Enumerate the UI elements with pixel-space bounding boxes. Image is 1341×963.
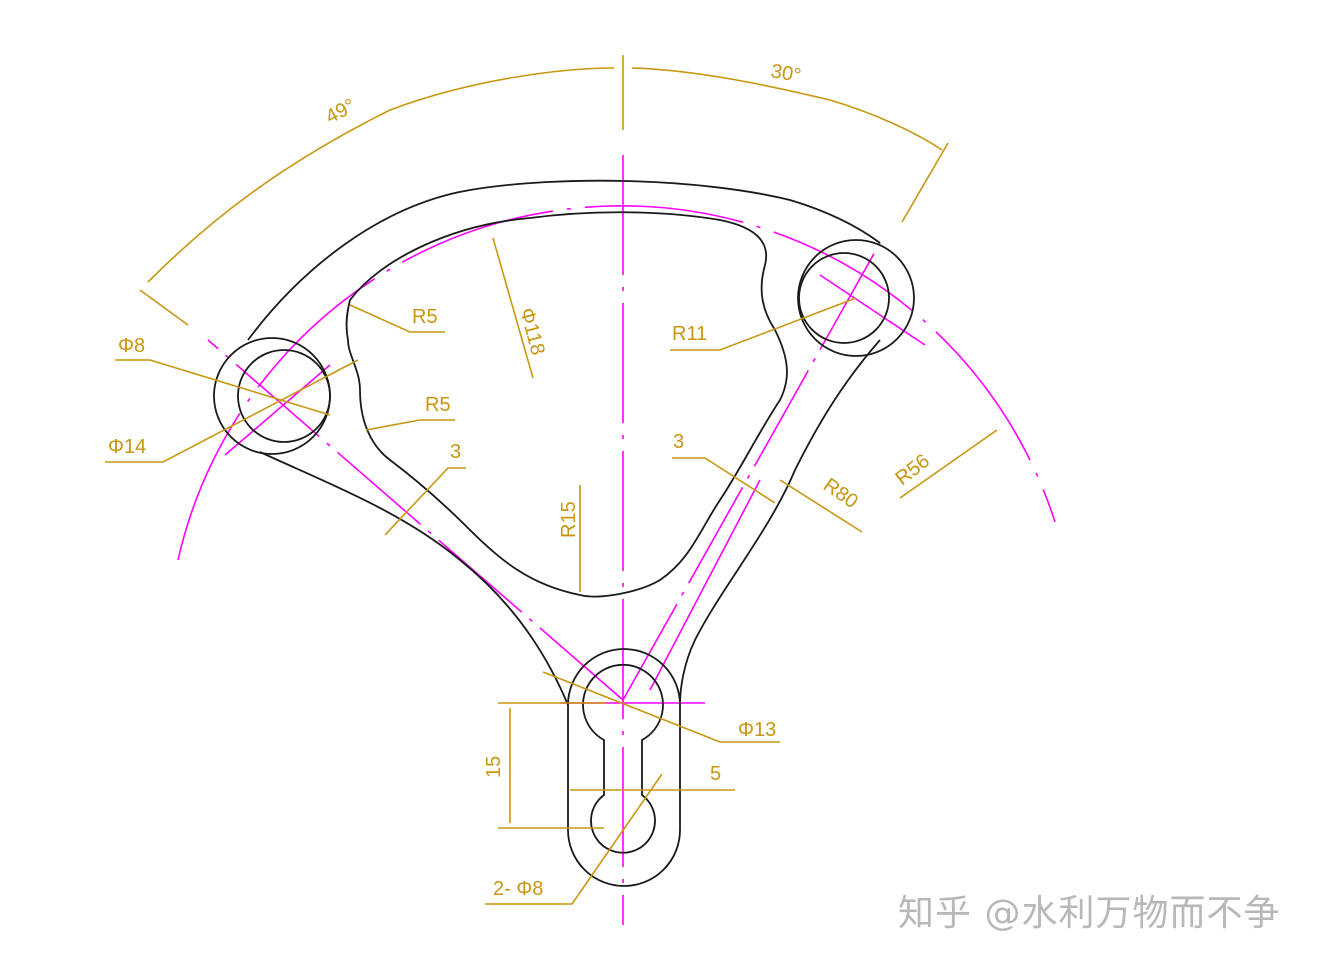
- thickness-right-label: 3: [673, 431, 684, 453]
- r80-label: R80: [819, 474, 862, 513]
- thickness-left-label: 3: [450, 441, 461, 463]
- phi8-left-label: Φ8: [118, 335, 145, 357]
- phi13-label: Φ13: [738, 719, 776, 741]
- angle-30-label: 30°: [769, 60, 803, 87]
- dimension-lines: [105, 55, 998, 905]
- r11-label: R11: [672, 323, 707, 345]
- r5-bottom-label: R5: [425, 394, 451, 416]
- slot-width-label: 5: [710, 763, 721, 785]
- watermark: 知乎 @水利万物而不争: [898, 893, 1281, 934]
- centerlines: [177, 155, 1056, 925]
- r56-label: R56: [892, 450, 934, 490]
- angle-49-label: 49°: [322, 95, 359, 129]
- part-outline: [213, 179, 915, 887]
- phi14-label: Φ14: [108, 436, 146, 458]
- r15-label: R15: [558, 501, 580, 538]
- slot-length-label: 15: [483, 756, 505, 778]
- holes-2phi8-label: 2- Φ8: [493, 878, 543, 900]
- r5-top-label: R5: [412, 306, 438, 328]
- dimension-labels: 49° 30° Φ8 Φ14 R5 R5 3 Φ118 R11 R15 3 R8…: [108, 60, 934, 900]
